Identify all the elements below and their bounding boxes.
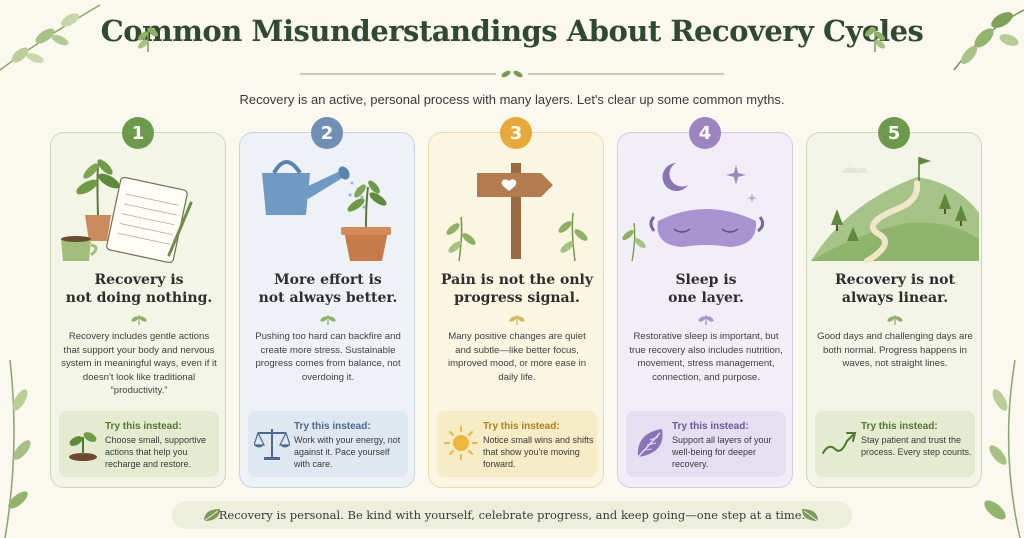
card-1-tip-label: Try this instead:	[105, 421, 182, 432]
card-2-title-line2: not always better.	[258, 290, 398, 306]
myth-card-1: Recovery is not doing nothing. Recovery …	[50, 132, 226, 488]
card-5-tip: Try this instead: Stay patient and trust…	[815, 411, 975, 477]
card-1-title-line2: not doing nothing.	[65, 290, 213, 306]
card-3-number-badge: 3	[500, 117, 532, 149]
corner-leaves-top-right	[953, 9, 1024, 71]
page-subtitle: Recovery is an active, personal process …	[239, 92, 785, 107]
trend-arrow-icon	[822, 432, 857, 454]
signpost-illustration	[446, 163, 588, 262]
card-5-tip-label: Try this instead:	[861, 421, 938, 432]
card-4-body: Restorative sleep is important, but true…	[629, 331, 783, 383]
myth-card-3: Pain is not the only progress signal. Ma…	[428, 132, 604, 488]
card-3-body: Many positive changes are quiet and subt…	[447, 331, 587, 383]
card-5-number-badge: 5	[878, 117, 910, 149]
card-3-tip-text: Notice small wins and shifts that show y…	[483, 435, 594, 469]
page-title-wrap: Common Misunderstandings About Recovery …	[0, 14, 1024, 52]
myth-card-5: Recovery is not always linear. Good days…	[806, 132, 982, 488]
corner-leaves-top-left	[0, 4, 101, 71]
title-sprig-right-icon	[865, 27, 885, 52]
winding-path-hill-illustration	[811, 157, 979, 263]
sprig-divider-icon	[509, 315, 525, 325]
card-4-tip-label: Try this instead:	[672, 421, 749, 432]
card-2-number-badge: 2	[311, 117, 343, 149]
card-5-title: Recovery is not always linear.	[815, 271, 975, 307]
balance-scale-icon	[254, 429, 290, 460]
sprig-divider-icon	[131, 315, 147, 325]
card-4-tip: Try this instead: Support all layers of …	[626, 411, 786, 477]
seedling-icon	[69, 432, 97, 461]
leaf-icon	[637, 429, 663, 458]
corner-leaves-bottom-left	[4, 360, 31, 538]
myth-card-4: Sleep is one layer. Restorative sleep is…	[617, 132, 793, 488]
card-5-title-line2: always linear.	[841, 290, 949, 306]
card-3-tip-label: Try this instead:	[483, 421, 560, 432]
page-title: Common Misunderstandings About Recovery …	[100, 14, 924, 48]
card-4-title-line1: Sleep is	[675, 272, 737, 288]
card-4-title-line2: one layer.	[668, 290, 744, 306]
card-2-title-line1: More effort is	[274, 272, 382, 288]
sun-icon	[444, 426, 478, 460]
sprig-divider-icon	[698, 315, 714, 325]
card-3-title-line1: Pain is not the only	[441, 272, 593, 288]
corner-leaves-bottom-right	[984, 360, 1021, 538]
footer-message: Recovery is personal. Be kind with yours…	[218, 508, 806, 522]
plant-notebook-illustration	[61, 159, 193, 263]
sprig-divider-icon	[320, 315, 336, 325]
card-1-number-badge: 1	[122, 117, 154, 149]
title-sprig-left-icon	[138, 27, 158, 52]
card-4-title: Sleep is one layer.	[626, 271, 786, 307]
card-4-tip-text: Support all layers of your well-being fo…	[672, 435, 772, 469]
myth-card-2: More effort is not always better. Pushin…	[239, 132, 415, 488]
card-3-title: Pain is not the only progress signal.	[437, 271, 597, 307]
card-2-tip-label: Try this instead:	[294, 421, 371, 432]
card-2-title: More effort is not always better.	[248, 271, 408, 307]
card-3-tip: Try this instead: Notice small wins and …	[437, 411, 597, 477]
card-1-body: Recovery includes gentle actions that su…	[61, 331, 217, 397]
title-divider	[300, 70, 724, 78]
sleep-mask-illustration	[622, 163, 765, 262]
footer-leaf-right-icon	[802, 509, 819, 522]
card-4-number-badge: 4	[689, 117, 721, 149]
card-5-body: Good days and challenging days are both …	[817, 331, 973, 370]
card-1-tip: Try this instead: Choose small, supporti…	[59, 411, 219, 477]
footer-banner: Recovery is personal. Be kind with yours…	[172, 501, 852, 529]
card-1-title-line1: Recovery is	[94, 272, 184, 288]
card-5-tip-text: Stay patient and trust the process. Ever…	[861, 435, 972, 457]
card-1-title: Recovery is not doing nothing.	[59, 271, 219, 307]
card-1-tip-text: Choose small, supportive actions that he…	[105, 435, 207, 469]
card-2-tip-text: Work with your energy, not against it. P…	[294, 435, 401, 469]
watering-can-illustration	[262, 160, 391, 261]
card-2-tip: Try this instead: Work with your energy,…	[248, 411, 408, 477]
footer-leaf-left-icon	[203, 509, 220, 522]
card-5-title-line1: Recovery is not	[835, 272, 955, 288]
sprig-divider-icon	[887, 315, 903, 325]
card-3-title-line2: progress signal.	[454, 290, 580, 306]
card-2-body: Pushing too hard can backfire and create…	[255, 331, 401, 383]
